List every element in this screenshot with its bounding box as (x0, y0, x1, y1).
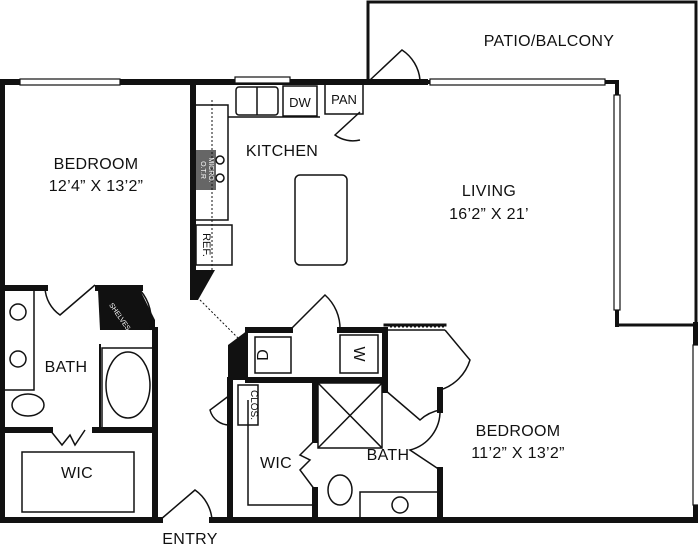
washer (339, 334, 379, 374)
living-label: LIVING (462, 183, 516, 200)
wic1-label: WIC (61, 465, 93, 482)
bedroom1-label: BEDROOM (54, 156, 139, 173)
kitchen-island (294, 174, 348, 266)
patio-outline (366, 0, 698, 327)
sink-icon (9, 303, 27, 321)
bathtub-icon (105, 351, 151, 419)
laundry-fixtures (237, 334, 441, 519)
bedroom2-label: BEDROOM (476, 423, 561, 440)
closet-label: CLOS. (248, 390, 259, 420)
pantry (324, 83, 364, 115)
bedroom2-dims: 11’2” X 13’2” (471, 445, 564, 462)
vanity (359, 491, 441, 519)
refrigerator (195, 224, 233, 266)
doors (44, 49, 471, 521)
sink-icon (9, 350, 27, 368)
dishwasher-label: DW (289, 95, 311, 110)
bath2-label: BATH (367, 447, 410, 464)
walls (0, 79, 698, 523)
sink-icon (391, 496, 409, 514)
dryer (254, 336, 292, 374)
living-dims: 16’2” X 21’ (449, 206, 529, 223)
dishwasher (282, 85, 318, 117)
wic2-label: WIC (260, 455, 292, 472)
toilet-icon (11, 393, 45, 417)
dryer-label: D (255, 349, 272, 361)
bath1-fixtures (3, 289, 155, 513)
washer-label: W (350, 346, 367, 362)
pantry-label: PAN (331, 92, 357, 107)
bedroom1-dims: 12’4” X 13’2” (49, 178, 144, 195)
patio-label: PATIO/BALCONY (484, 33, 614, 50)
refrigerator-label: REF. (200, 233, 212, 257)
microwave-label-2: MICRO. (207, 157, 214, 182)
kitchen-fixtures (195, 83, 364, 270)
shower-icon (317, 382, 383, 449)
entry-label: ENTRY (162, 531, 217, 548)
microwave (196, 150, 216, 190)
toilet-icon (327, 474, 353, 506)
bath1-label: BATH (45, 359, 88, 376)
kitchen-label: KITCHEN (246, 143, 318, 160)
windows (19, 76, 698, 506)
microwave-label-1: O.T.R (199, 161, 206, 179)
